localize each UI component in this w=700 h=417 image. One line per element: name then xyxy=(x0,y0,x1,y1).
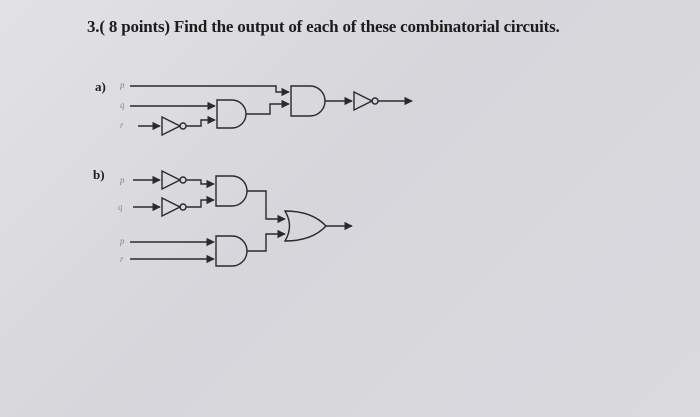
input-label-r: r xyxy=(120,120,124,130)
wire-notr-a xyxy=(186,115,216,127)
wire-and1-out xyxy=(246,99,290,115)
circuit-b: p q p r xyxy=(118,169,353,267)
input-label-q: q xyxy=(120,100,125,110)
input-label-r: r xyxy=(120,254,124,264)
input-label-p: p xyxy=(119,80,125,90)
circuit-a: p q r xyxy=(119,80,413,137)
part-b-label: b) xyxy=(93,167,105,182)
wire-notq-b xyxy=(186,195,215,208)
and-gate-bottom-b xyxy=(215,235,248,267)
not-gate-r xyxy=(161,115,182,137)
input-label-p2: p xyxy=(119,236,125,246)
wire-and-bottom-out xyxy=(247,229,286,252)
and-gate-2 xyxy=(290,85,326,117)
input-label-p1: p xyxy=(119,175,125,185)
part-a-label: a) xyxy=(95,79,106,94)
and-gate-1 xyxy=(216,99,247,129)
wire-notp-b xyxy=(186,179,215,189)
wire-p-a xyxy=(130,85,290,97)
or-gate-b xyxy=(283,210,327,242)
not-gate-output-a xyxy=(353,90,374,112)
question-title: 3.( 8 points) Find the output of each of… xyxy=(87,17,560,36)
not-gate-q xyxy=(161,196,182,218)
input-label-q: q xyxy=(118,202,123,212)
not-gate-p xyxy=(161,169,182,191)
and-gate-top-b xyxy=(215,175,248,207)
wire-and-top-out xyxy=(247,190,286,224)
